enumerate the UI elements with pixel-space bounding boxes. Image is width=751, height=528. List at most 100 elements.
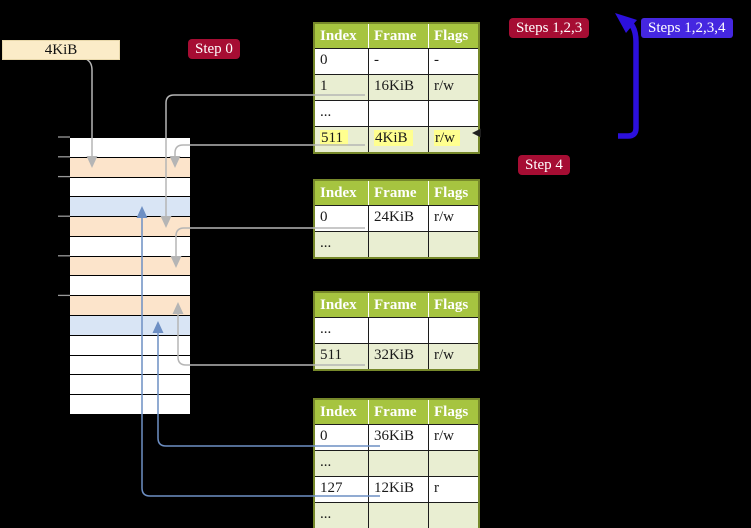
frame-size-label: 4KiB	[2, 40, 120, 60]
table-cell	[368, 232, 428, 257]
big-steps-arrowhead	[615, 13, 637, 33]
memory-row-white	[70, 236, 190, 257]
header-cell: Index	[320, 297, 357, 313]
cell-text: r/w	[434, 78, 454, 94]
memory-row-white	[70, 276, 190, 297]
table-cell: 0	[315, 425, 368, 450]
memory-row-peach	[70, 256, 190, 277]
memory-row-white	[70, 355, 190, 376]
table-row: 0 36KiB r/w	[315, 424, 478, 450]
table-row: 511 4KiB r/w	[315, 126, 478, 152]
table-cell: 4KiB	[368, 127, 428, 152]
cell-text: 32KiB	[374, 347, 415, 363]
header-cell: Index	[320, 185, 357, 201]
cell-text: 36KiB	[374, 428, 415, 444]
table-cell: -	[368, 49, 428, 74]
cell-text: 24KiB	[374, 209, 415, 225]
header-cell: Flags	[428, 293, 478, 317]
table-cell	[368, 503, 428, 528]
table-cell: r/w	[428, 127, 478, 152]
memory-row-white	[70, 395, 190, 415]
cell-text: 0	[320, 209, 328, 225]
cell-text: 16KiB	[374, 78, 415, 94]
memory-row-blue	[70, 316, 190, 336]
table-cell: 12KiB	[368, 477, 428, 502]
physical-memory-column	[70, 137, 190, 415]
table-cell: 1	[315, 75, 368, 100]
memory-row-peach	[70, 217, 190, 237]
table-cell: 0	[315, 206, 368, 231]
table-cell	[428, 451, 478, 476]
memory-row-peach	[70, 157, 190, 178]
cell-text: r/w	[434, 209, 454, 225]
table-cell: r/w	[428, 206, 478, 231]
cell-text: ...	[320, 235, 332, 251]
cell-text: r/w	[434, 347, 454, 363]
cell-text: 4KiB	[374, 130, 413, 146]
cell-text: -	[374, 52, 379, 68]
table-cell: ...	[315, 318, 368, 343]
cell-text: 0	[320, 428, 328, 444]
table-row: 0 24KiB r/w	[315, 205, 478, 231]
badge-step-4: Step 4	[518, 155, 570, 175]
table-cell	[428, 232, 478, 257]
table-cell: r/w	[428, 425, 478, 450]
cell-text: r/w	[434, 130, 460, 146]
header-cell: Frame	[368, 400, 428, 424]
table-cell: 16KiB	[368, 75, 428, 100]
table-row: ...	[315, 450, 478, 476]
memory-row-white	[70, 375, 190, 396]
table-row: 511 32KiB r/w	[315, 343, 478, 369]
table-row: ...	[315, 231, 478, 257]
table-cell: 511	[315, 127, 368, 152]
table-cell: 511	[315, 344, 368, 369]
memory-row-white	[70, 335, 190, 356]
table-row: ...	[315, 502, 478, 528]
table-row: 1 16KiB r/w	[315, 74, 478, 100]
cell-text: 0	[320, 52, 328, 68]
cell-text: ...	[320, 506, 332, 522]
cell-text: 511	[320, 130, 348, 146]
cell-text: r	[434, 480, 439, 496]
cell-text: ...	[320, 104, 332, 120]
cell-text: r/w	[434, 428, 454, 444]
cell-text: 511	[320, 347, 342, 363]
table-cell: ...	[315, 503, 368, 528]
cell-text: -	[434, 52, 439, 68]
table-cell	[428, 318, 478, 343]
table-row: ...	[315, 317, 478, 343]
memory-row-white	[70, 177, 190, 198]
cell-text: 127	[320, 480, 343, 496]
cell-text: 1	[320, 78, 328, 94]
table-cell	[368, 101, 428, 126]
memory-tick-marks	[58, 136, 70, 297]
table-cell: 0	[315, 49, 368, 74]
header-cell: Flags	[428, 181, 478, 205]
table-cell: r	[428, 477, 478, 502]
memory-row-white	[70, 138, 190, 158]
cell-text: ...	[320, 454, 332, 470]
table-cell: 24KiB	[368, 206, 428, 231]
table-row: ...	[315, 100, 478, 126]
table-row: 127 12KiB r	[315, 476, 478, 502]
table-cell	[428, 101, 478, 126]
badge-step-0: Step 0	[188, 39, 240, 59]
table-cell: ...	[315, 451, 368, 476]
table-cell: r/w	[428, 344, 478, 369]
header-cell: Index	[320, 404, 357, 420]
cell-text: 12KiB	[374, 480, 415, 496]
table-row: 0 - -	[315, 48, 478, 74]
table-cell: r/w	[428, 75, 478, 100]
big-steps-arrow	[618, 19, 639, 139]
memory-row-blue	[70, 197, 190, 218]
header-cell: Flags	[428, 400, 478, 424]
